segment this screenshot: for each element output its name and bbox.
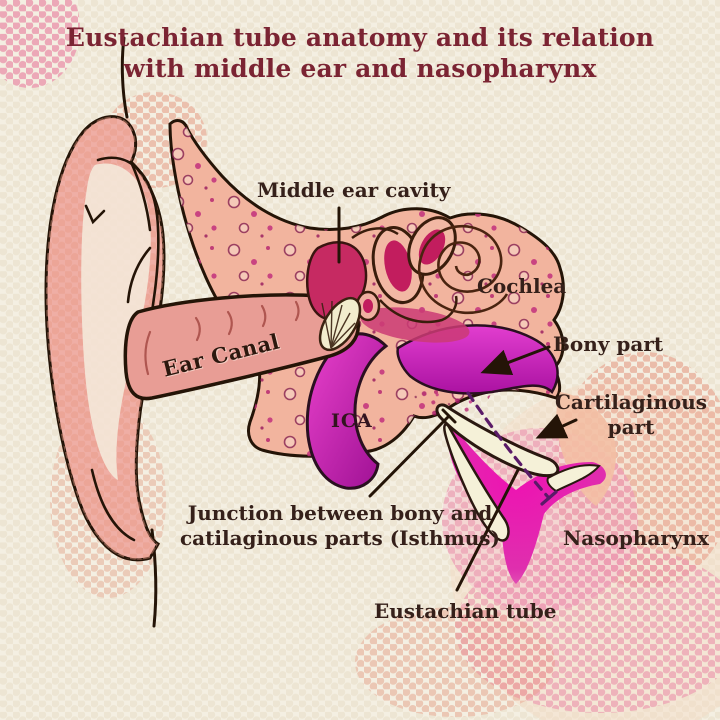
ica-artery-shape <box>305 332 389 490</box>
outer-ear <box>44 115 166 562</box>
tympanic-membrane <box>318 296 362 352</box>
cochlea-spiral <box>417 224 509 315</box>
ear-canal-shape <box>123 293 360 401</box>
label-cochlea: Cochlea <box>477 274 567 298</box>
tube-lumen-dashed-line <box>466 391 558 506</box>
eustachian-tube-shape <box>435 403 601 542</box>
cartilaginous-part-arrow <box>535 413 578 439</box>
label-junction-isthmus: Junction between bony and catilaginous p… <box>180 501 500 550</box>
label-bony-part: Bony part <box>553 332 664 356</box>
nasopharynx-shape <box>446 420 606 584</box>
diagram-title: Eustachian tube anatomy and its relation… <box>0 22 720 84</box>
label-cartilaginous-part: Cartilaginous part <box>554 390 708 439</box>
junction-pointer-line <box>368 415 450 498</box>
label-eustachian-tube: Eustachian tube <box>374 599 557 623</box>
diagram-title-line2: with middle ear and nasopharynx <box>123 54 597 83</box>
bony-part-arrow <box>480 345 551 376</box>
pointer-lines <box>337 206 578 592</box>
diagram-title-line1: Eustachian tube anatomy and its relation <box>65 23 655 52</box>
label-middle-ear-cavity: Middle ear cavity <box>257 178 451 202</box>
label-nasopharynx: Nasopharynx <box>563 526 709 550</box>
label-ica: ICA <box>331 410 373 432</box>
junction-pointer-cap <box>441 408 457 424</box>
eustachian-tube-pointer-line <box>455 468 520 592</box>
